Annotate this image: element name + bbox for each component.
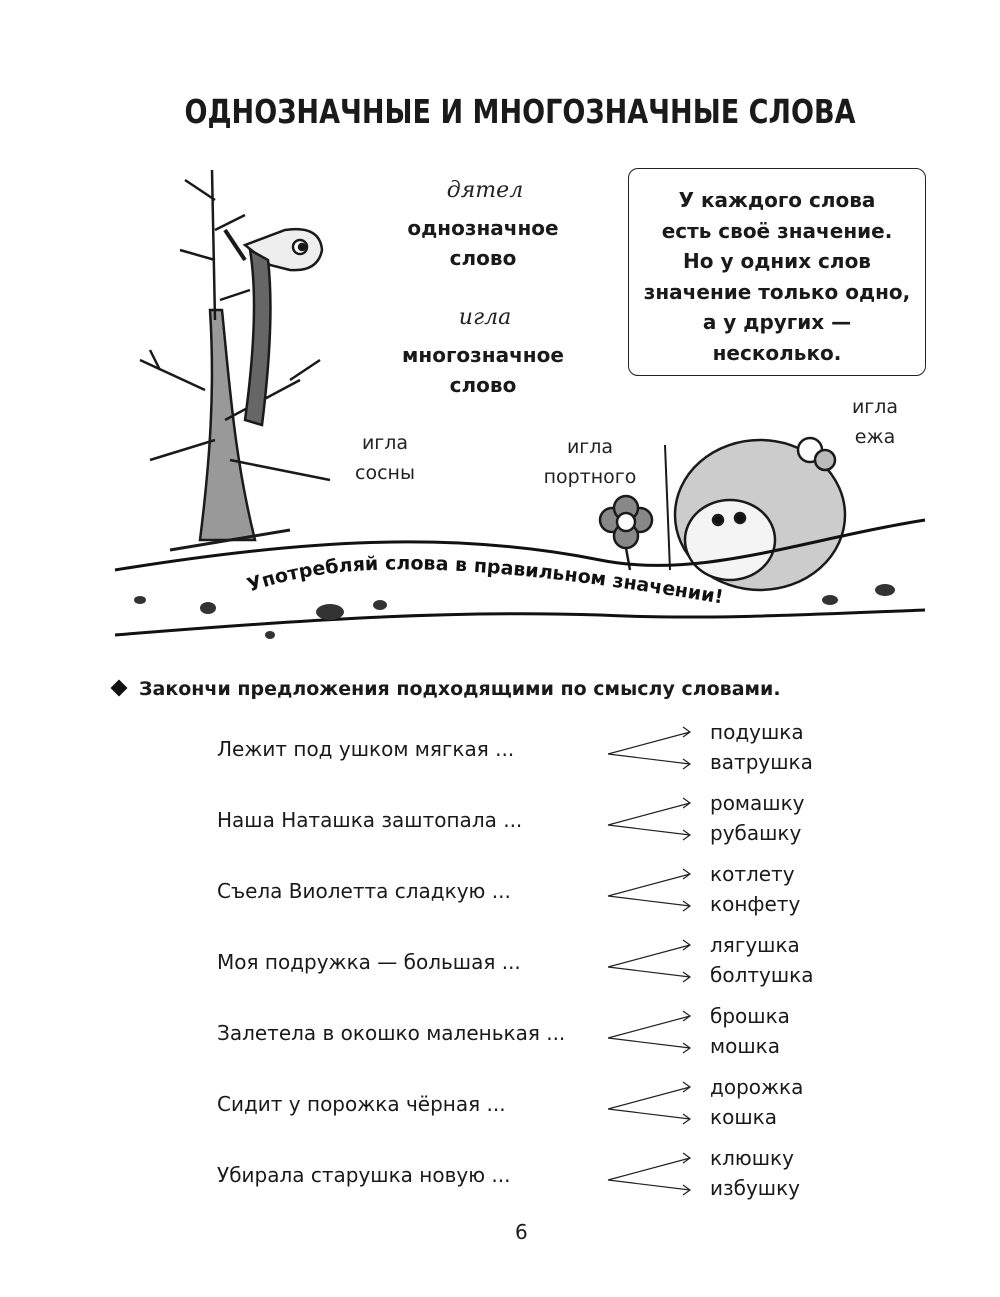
example-type-line1: многозначное: [402, 343, 564, 367]
answer-option[interactable]: дорожка: [710, 1075, 804, 1099]
banner-text: Употребляй слова в правильном значении!: [244, 552, 724, 608]
exercise-sentence: Залетела в окошко маленькая ...: [217, 1021, 566, 1045]
answer-option[interactable]: избушку: [710, 1176, 801, 1200]
rule-line: У каждого слова: [678, 188, 876, 212]
exercise-sentence: Съела Виолетта сладкую ...: [217, 879, 511, 903]
answer-option[interactable]: брошка: [710, 1004, 790, 1028]
choice-arrows-icon: [607, 939, 692, 983]
choice-arrows-icon: [607, 1081, 692, 1125]
stones: [134, 584, 895, 639]
choice-arrows-icon: [607, 1010, 692, 1054]
rule-line: есть своё значение.: [661, 218, 893, 243]
answer-option[interactable]: рубашку: [710, 821, 802, 845]
page-number: 6: [515, 1220, 528, 1244]
answer-option[interactable]: конфету: [710, 892, 801, 916]
pine-tree-illustration: [139, 169, 331, 552]
task-instruction: Закончи предложения подходящими по смысл…: [110, 678, 781, 700]
exercise-sentence: Моя подружка — большая ...: [217, 950, 521, 974]
illustration: Употребляй слова в правильном значении!: [114, 169, 926, 639]
rule-box: У каждого слова есть своё значение. Но у…: [628, 168, 926, 376]
choice-arrows-icon: [607, 868, 692, 912]
answer-option[interactable]: мошка: [710, 1034, 780, 1058]
answer-option[interactable]: кошка: [710, 1105, 777, 1129]
example-type-line1: однозначное: [407, 216, 559, 240]
exercise-sentence: Убирала старушка новую ...: [217, 1163, 511, 1187]
choice-arrows-icon: [607, 726, 692, 770]
rule-line: а у других —: [702, 310, 852, 334]
hedgehog-illustration: [664, 436, 847, 592]
rule-line: Но у одних слов: [683, 249, 871, 273]
example-word-2: игла: [458, 305, 512, 330]
exercise-sentence: Лежит под ушком мягкая ...: [217, 737, 515, 761]
exercise-sentence: Наша Наташка заштопала ...: [217, 808, 523, 832]
answer-option[interactable]: ромашку: [710, 791, 805, 815]
example-word-1: дятел: [446, 178, 524, 203]
woodpecker-illustration: [223, 227, 324, 427]
answer-option[interactable]: болтушка: [710, 963, 814, 987]
rule-line: значение только одно,: [643, 279, 911, 304]
answer-option[interactable]: лягушка: [710, 933, 800, 957]
answer-option[interactable]: клюшку: [710, 1146, 794, 1170]
rule-line: несколько.: [712, 340, 842, 365]
answer-option[interactable]: ватрушка: [710, 750, 813, 774]
page-title: ОДНОЗНАЧНЫЕ И МНОГОЗНАЧНЫЕ СЛОВА: [184, 92, 856, 131]
flower-illustration: [598, 494, 654, 571]
example-type-line2: слово: [449, 246, 517, 270]
choice-arrows-icon: [607, 797, 692, 841]
exercise-sentence: Сидит у порожка чёрная ...: [217, 1092, 506, 1116]
diamond-bullet-icon: [110, 679, 128, 697]
answer-option[interactable]: подушка: [710, 720, 804, 744]
svg-text:Употребляй слова в правильном: Употребляй слова в правильном значении!: [244, 552, 724, 608]
example-type-line2: слово: [449, 373, 517, 397]
choice-arrows-icon: [607, 1152, 692, 1196]
answer-option[interactable]: котлету: [710, 862, 795, 886]
road: [114, 518, 926, 572]
